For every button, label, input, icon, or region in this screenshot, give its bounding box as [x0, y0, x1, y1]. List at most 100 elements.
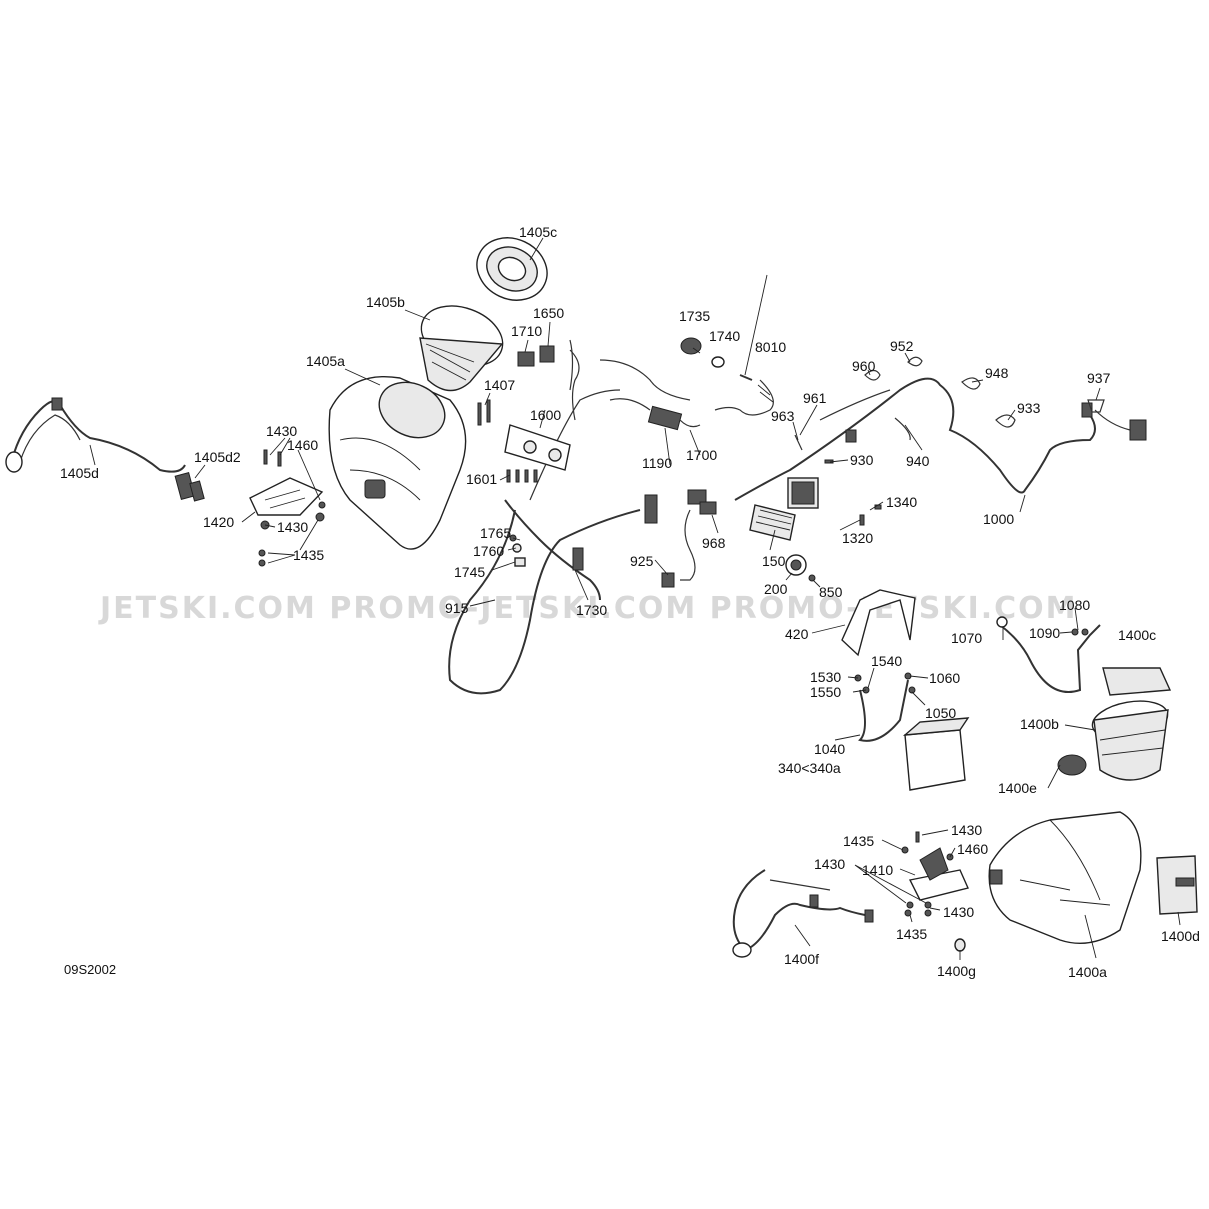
label-1040[interactable]: 1040 — [814, 741, 845, 757]
main-harness-1730[interactable] — [448, 339, 658, 695]
label-1740[interactable]: 1740 — [709, 328, 740, 344]
cover-1400c[interactable] — [1102, 667, 1172, 696]
label-340-340a[interactable]: 340<340a — [778, 760, 841, 776]
label-1435-a[interactable]: 1435 — [293, 547, 324, 563]
label-1070[interactable]: 1070 — [951, 630, 982, 646]
label-961[interactable]: 961 — [803, 390, 827, 406]
battery-cable-1040[interactable] — [854, 672, 916, 742]
label-1320[interactable]: 1320 — [842, 530, 873, 546]
module-1400d[interactable] — [1156, 855, 1198, 915]
label-1601[interactable]: 1601 — [466, 471, 497, 487]
speaker-basket-1405b[interactable] — [413, 295, 511, 392]
label-1460-b[interactable]: 1460 — [957, 841, 988, 857]
label-1410[interactable]: 1410 — [862, 862, 893, 878]
label-1435-c[interactable]: 1435 — [896, 926, 927, 942]
label-1745[interactable]: 1745 — [454, 564, 485, 580]
label-960[interactable]: 960 — [852, 358, 876, 374]
connector-cluster-968[interactable] — [680, 489, 717, 581]
label-1400d[interactable]: 1400d — [1161, 928, 1200, 944]
label-933[interactable]: 933 — [1017, 400, 1041, 416]
connector-1405d2[interactable] — [174, 471, 205, 502]
label-1405a[interactable]: 1405a — [306, 353, 345, 369]
label-1650[interactable]: 1650 — [533, 305, 564, 321]
label-925[interactable]: 925 — [630, 553, 654, 569]
strap-420[interactable] — [841, 589, 916, 657]
grommet-1400e[interactable] — [1057, 754, 1087, 776]
label-1765[interactable]: 1765 — [480, 525, 511, 541]
speaker-enclosure-1405a[interactable] — [328, 372, 467, 550]
label-1550[interactable]: 1550 — [810, 684, 841, 700]
label-1060[interactable]: 1060 — [929, 670, 960, 686]
label-1090[interactable]: 1090 — [1029, 625, 1060, 641]
label-948[interactable]: 948 — [985, 365, 1009, 381]
label-1730[interactable]: 1730 — [576, 602, 607, 618]
label-1735[interactable]: 1735 — [679, 308, 710, 324]
connector-925[interactable] — [661, 572, 675, 588]
label-1710[interactable]: 1710 — [511, 323, 542, 339]
label-1760[interactable]: 1760 — [473, 543, 504, 559]
speaker-ring-1405c[interactable] — [467, 227, 558, 312]
label-1700[interactable]: 1700 — [686, 447, 717, 463]
bracket-1410[interactable] — [908, 847, 969, 901]
connector-1650[interactable] — [539, 345, 580, 421]
battery-340[interactable] — [902, 717, 970, 791]
connector-1710[interactable] — [517, 351, 535, 367]
label-940[interactable]: 940 — [906, 453, 930, 469]
starter-switch-200[interactable] — [785, 554, 807, 576]
label-1420[interactable]: 1420 — [203, 514, 234, 530]
screws-left-group — [258, 449, 326, 567]
label-1600[interactable]: 1600 — [530, 407, 561, 423]
label-1430-b[interactable]: 1430 — [277, 519, 308, 535]
label-1405c[interactable]: 1405c — [519, 224, 557, 240]
label-930[interactable]: 930 — [850, 452, 874, 468]
label-1050[interactable]: 1050 — [925, 705, 956, 721]
cable-1070[interactable] — [996, 616, 1101, 693]
label-1080[interactable]: 1080 — [1059, 597, 1090, 613]
part-labels: 1405c 1405b 1405a 1405d 1405d2 1430 1460… — [60, 224, 1200, 980]
speaker-enclosure-1400a[interactable] — [988, 811, 1142, 945]
label-1405d2[interactable]: 1405d2 — [194, 449, 241, 465]
harness-1400f[interactable] — [732, 869, 874, 958]
speaker-harness-1405d[interactable] — [5, 397, 186, 473]
lanyard-8010[interactable] — [714, 374, 774, 416]
module-1600[interactable] — [504, 424, 571, 471]
label-1400c[interactable]: 1400c — [1118, 627, 1156, 643]
label-963[interactable]: 963 — [771, 408, 795, 424]
label-1405d[interactable]: 1405d — [60, 465, 99, 481]
label-1407[interactable]: 1407 — [484, 377, 515, 393]
label-1460-a[interactable]: 1460 — [287, 437, 318, 453]
speaker-basket-1400b[interactable] — [1089, 696, 1170, 781]
label-1400e[interactable]: 1400e — [998, 780, 1037, 796]
label-1190[interactable]: 1190 — [642, 455, 672, 471]
label-1400f[interactable]: 1400f — [784, 951, 819, 967]
label-150[interactable]: 150 — [762, 553, 786, 569]
label-1400a[interactable]: 1400a — [1068, 964, 1107, 980]
label-8010[interactable]: 8010 — [755, 339, 786, 355]
label-1430-a[interactable]: 1430 — [266, 423, 297, 439]
label-1430-e[interactable]: 1430 — [943, 904, 974, 920]
label-1340[interactable]: 1340 — [886, 494, 917, 510]
small-clips-right — [794, 356, 1105, 526]
voltage-regulator-150[interactable] — [749, 504, 796, 541]
label-1435-b[interactable]: 1435 — [843, 833, 874, 849]
label-1540[interactable]: 1540 — [871, 653, 902, 669]
label-915[interactable]: 915 — [445, 600, 469, 616]
label-968[interactable]: 968 — [702, 535, 726, 551]
label-1430-d[interactable]: 1430 — [814, 856, 845, 872]
label-937[interactable]: 937 — [1087, 370, 1111, 386]
label-1400g[interactable]: 1400g — [937, 963, 976, 979]
label-1400b[interactable]: 1400b — [1020, 716, 1059, 732]
component-1190[interactable] — [599, 359, 701, 431]
bracket-1420[interactable] — [249, 477, 324, 516]
label-420[interactable]: 420 — [785, 626, 809, 642]
label-1405b[interactable]: 1405b — [366, 294, 405, 310]
label-1000[interactable]: 1000 — [983, 511, 1014, 527]
fuse-box[interactable] — [787, 477, 819, 509]
screws-1407 — [477, 399, 491, 426]
label-200[interactable]: 200 — [764, 581, 788, 597]
label-1430-c[interactable]: 1430 — [951, 822, 982, 838]
label-1530[interactable]: 1530 — [810, 669, 841, 685]
label-952[interactable]: 952 — [890, 338, 914, 354]
label-850[interactable]: 850 — [819, 584, 843, 600]
